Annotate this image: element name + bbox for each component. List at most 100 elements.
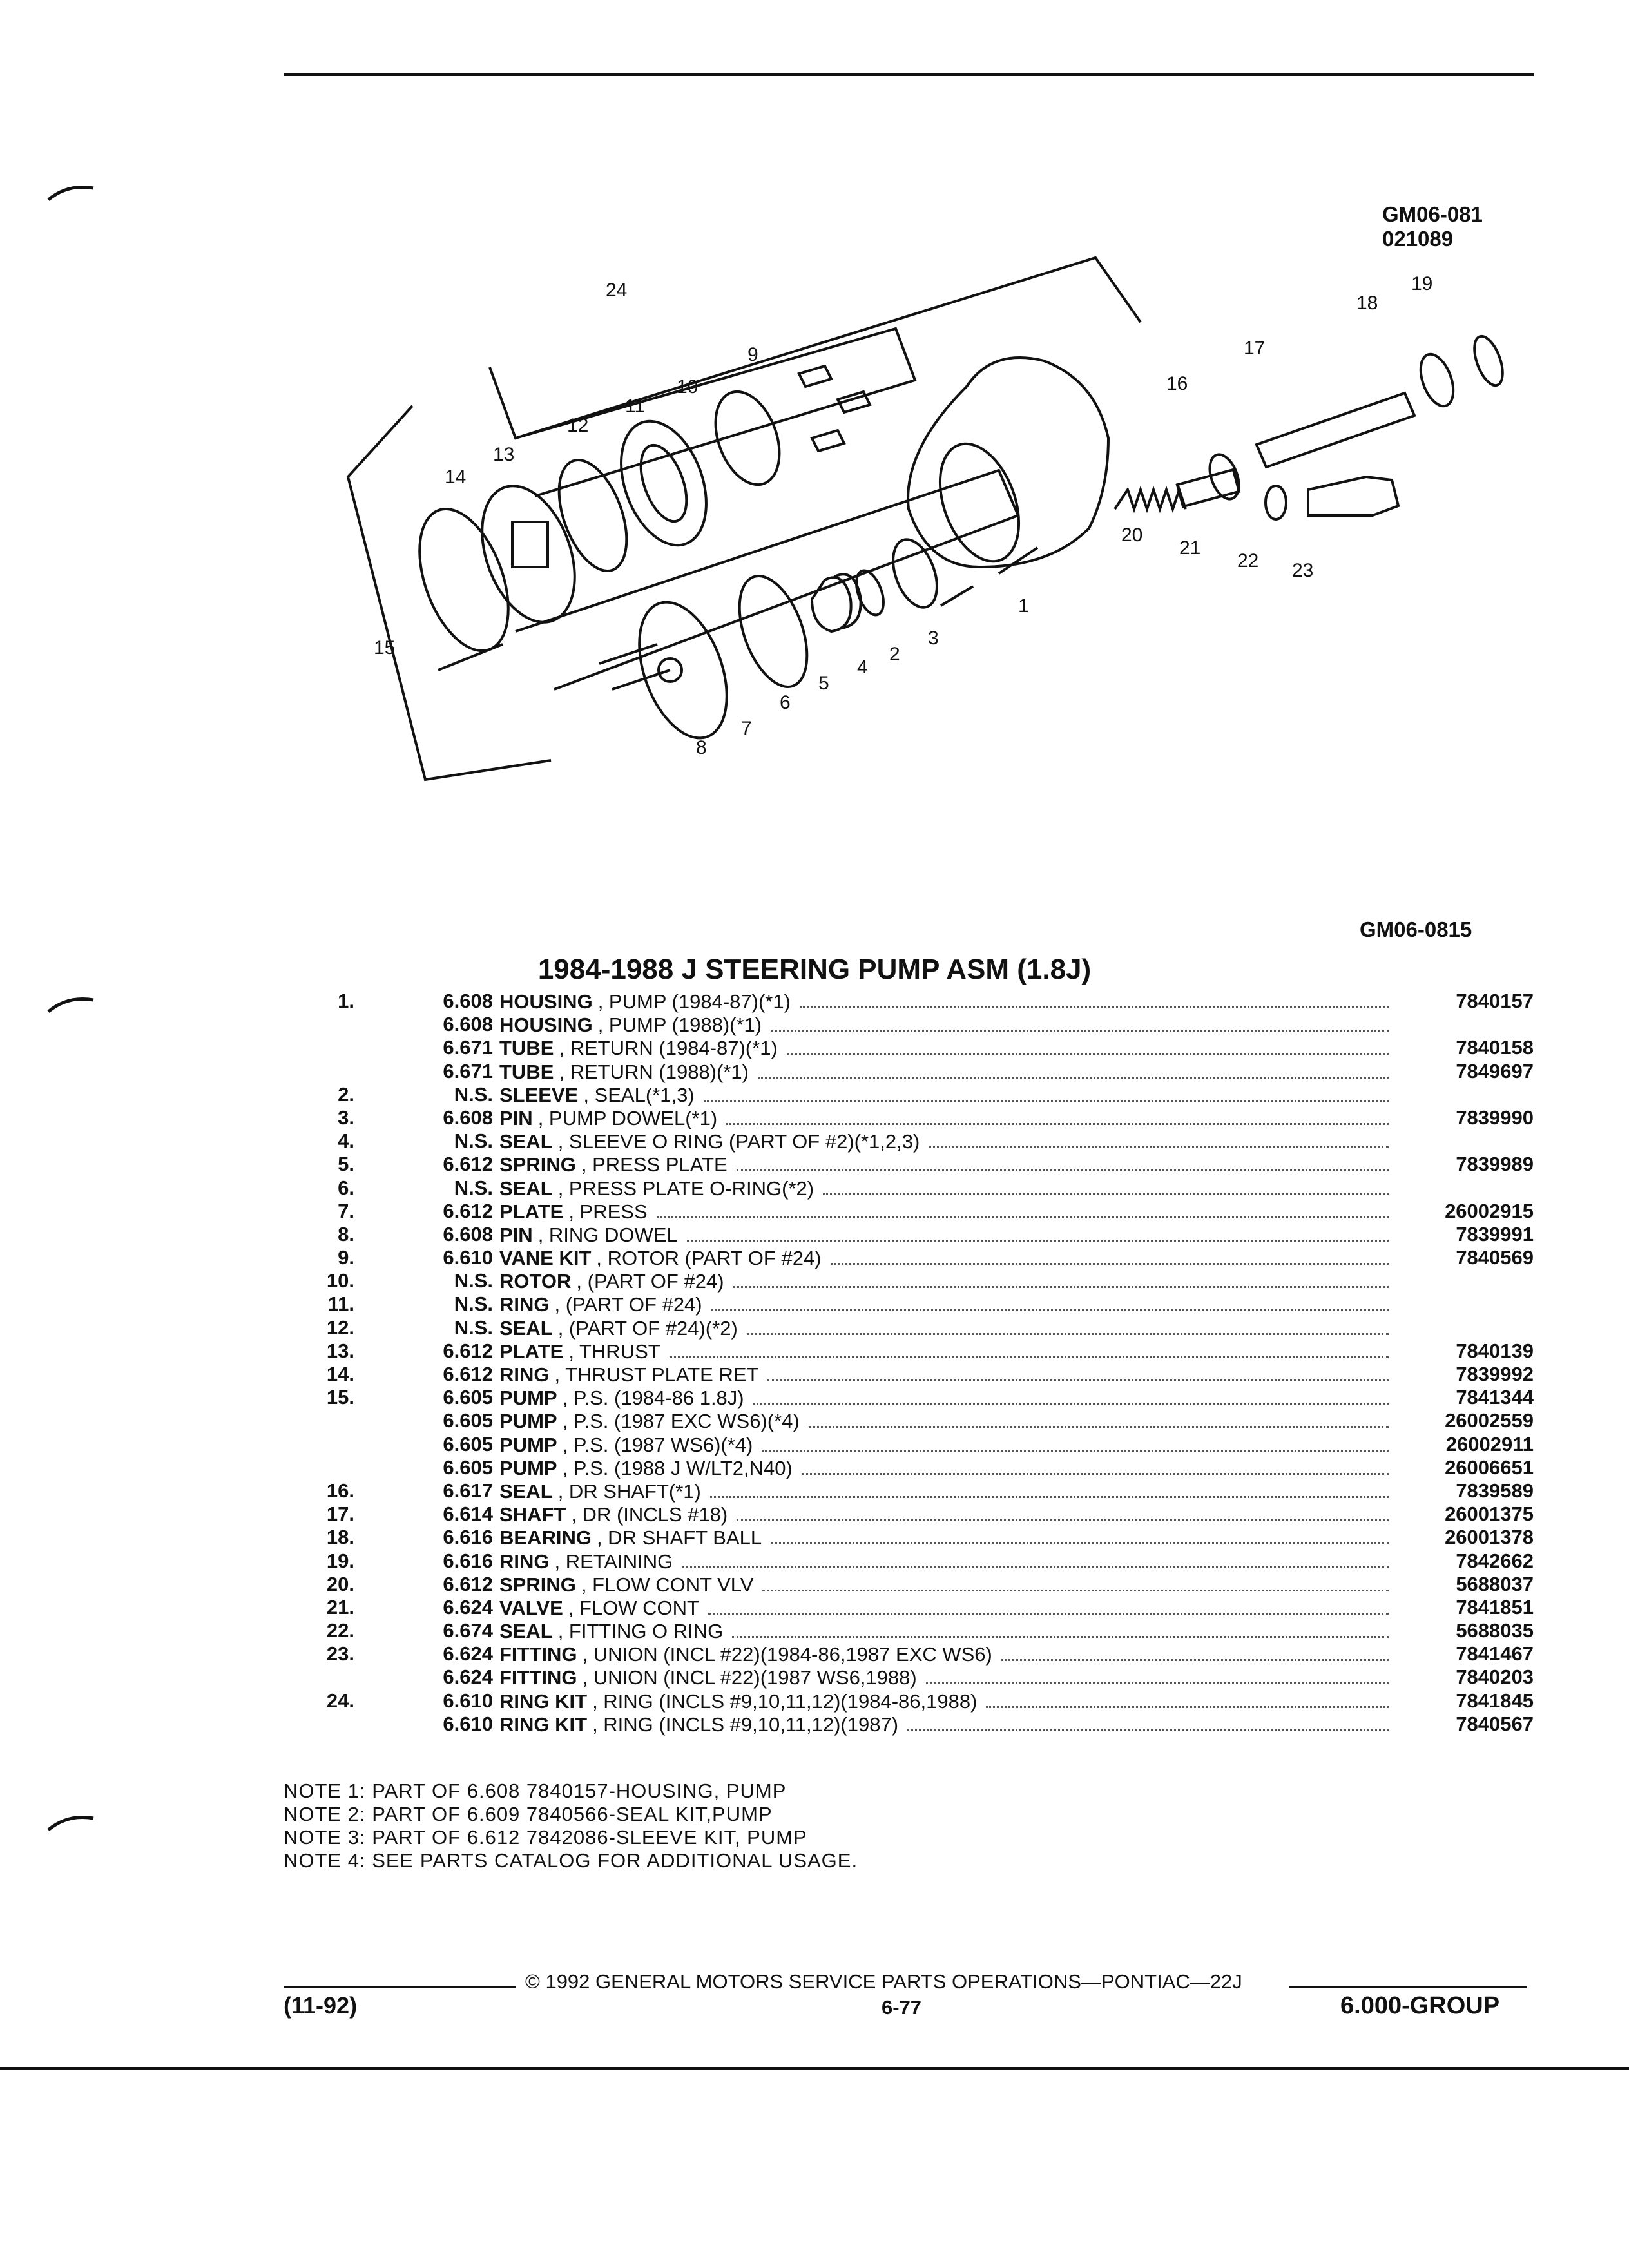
- group-number: 6.624: [443, 1595, 493, 1619]
- item-number: 19.: [326, 1549, 354, 1572]
- bracket-15: [346, 405, 552, 782]
- part-number: 26002559: [1445, 1409, 1534, 1432]
- part-19-retaining-ring: [1473, 334, 1504, 387]
- description: SEAL, SLEEVE O RING (PART OF #2)(*1,2,3): [499, 1129, 1389, 1153]
- callout-15: 15: [374, 637, 395, 658]
- part-20-spring: [1113, 485, 1187, 514]
- item-number: 12.: [326, 1316, 354, 1339]
- callout-22: 22: [1237, 550, 1258, 572]
- exploded-pump-diagram: 1 2 3 4 5 6 7 8 9 10 11 12 13 14 15 16 1…: [322, 245, 1547, 825]
- callout-24: 24: [606, 280, 627, 301]
- section-code: GM06-0815: [1360, 918, 1472, 941]
- part-number: 5688037: [1456, 1572, 1534, 1595]
- item-number: 16.: [326, 1479, 354, 1502]
- part-description: , UNION (INCL #22)(1987 WS6,1988): [582, 1666, 917, 1689]
- part-name: PUMP: [499, 1387, 557, 1410]
- group-number: 6.605: [443, 1409, 493, 1432]
- callout-9: 9: [747, 344, 758, 365]
- figure-code-line1: GM06-081: [1382, 202, 1483, 226]
- group-number: N.S.: [454, 1082, 493, 1106]
- part-description: , SLEEVE O RING (PART OF #2)(*1,2,3): [557, 1130, 920, 1153]
- dot-leader: [726, 1106, 1389, 1125]
- dot-leader: [830, 1246, 1389, 1265]
- item-number: 2.: [338, 1082, 354, 1106]
- description: SLEEVE, SEAL(*1,3): [499, 1083, 1389, 1107]
- dot-leader: [1001, 1642, 1389, 1662]
- part-description: , P.S. (1984-86 1.8J): [562, 1387, 744, 1410]
- description: ROTOR, (PART OF #24): [499, 1269, 1389, 1293]
- callout-8: 8: [696, 737, 707, 758]
- part-name: SEAL: [499, 1316, 553, 1340]
- parts-row: 11.N.S.RING, (PART OF #24): [277, 1293, 1534, 1316]
- part-description: , UNION (INCL #22)(1984-86,1987 EXC WS6): [582, 1643, 992, 1666]
- dot-leader: [925, 1666, 1389, 1685]
- figure-code: GM06-081 021089: [1382, 202, 1483, 251]
- group-number: 6.624: [443, 1666, 493, 1689]
- part-description: , DR (INCLS #18): [571, 1503, 728, 1526]
- part-number: 7841344: [1456, 1386, 1534, 1409]
- callout-23: 23: [1292, 560, 1313, 581]
- part-10-rotor: [714, 390, 781, 486]
- top-rule: [284, 73, 1534, 76]
- part-name: ROTOR: [499, 1270, 572, 1293]
- lower-box: [515, 468, 1020, 691]
- part-1-housing: [907, 356, 1110, 569]
- part-number: 7839589: [1456, 1479, 1534, 1502]
- item-number: 3.: [338, 1106, 354, 1129]
- description: SEAL, (PART OF #24)(*2): [499, 1316, 1389, 1340]
- description: FITTING, UNION (INCL #22)(1984-86,1987 E…: [499, 1642, 1389, 1666]
- description: PUMP, P.S. (1984-86 1.8J): [499, 1386, 1389, 1410]
- dot-leader: [682, 1550, 1389, 1568]
- description: PUMP, P.S. (1987 WS6)(*4): [499, 1433, 1389, 1457]
- item-number: 8.: [338, 1222, 354, 1245]
- dot-leader: [737, 1503, 1389, 1522]
- group-number: 6.610: [443, 1246, 493, 1269]
- dot-leader: [929, 1129, 1389, 1149]
- part-name: RING: [499, 1293, 550, 1316]
- part-name: PLATE: [499, 1340, 564, 1363]
- part-number: 26006651: [1445, 1456, 1534, 1479]
- dot-leader: [703, 1083, 1389, 1102]
- callout-13: 13: [493, 444, 514, 465]
- part-description: , RETAINING: [554, 1550, 673, 1573]
- part-18-bearing: [1419, 352, 1455, 408]
- item-number: 5.: [338, 1153, 354, 1176]
- dot-leader: [711, 1293, 1389, 1312]
- part-name: RING: [499, 1363, 550, 1386]
- part-number: 5688035: [1456, 1619, 1534, 1642]
- description: SHAFT, DR (INCLS #18): [499, 1503, 1389, 1526]
- part-description: , ROTOR (PART OF #24): [596, 1247, 822, 1270]
- part-name: PUMP: [499, 1456, 557, 1479]
- description: BEARING, DR SHAFT BALL: [499, 1526, 1389, 1550]
- description: VALVE, FLOW CONT: [499, 1596, 1389, 1620]
- note-3: NOTE 3: PART OF 6.612 7842086-SLEEVE KIT…: [284, 1826, 807, 1849]
- part-17-shaft: [1255, 391, 1416, 469]
- part-description: , P.S. (1988 J W/LT2,N40): [562, 1456, 793, 1479]
- description: PLATE, THRUST: [499, 1340, 1389, 1363]
- callout-1: 1: [1018, 595, 1029, 617]
- callout-12: 12: [567, 415, 588, 436]
- part-name: VALVE: [499, 1596, 563, 1619]
- dot-leader: [799, 990, 1389, 1008]
- item-number: 23.: [326, 1642, 354, 1666]
- group-number: 6.605: [443, 1386, 493, 1409]
- group-number: N.S.: [454, 1176, 493, 1199]
- item-number: 17.: [326, 1503, 354, 1526]
- item-number: 4.: [338, 1129, 354, 1153]
- part-number: 7841467: [1456, 1642, 1534, 1666]
- dot-leader: [733, 1269, 1389, 1289]
- description: RING, THRUST PLATE RET: [499, 1363, 1389, 1387]
- part-name: VANE KIT: [499, 1247, 592, 1270]
- part-number: 7840203: [1456, 1666, 1534, 1689]
- part-number: 7840158: [1456, 1036, 1534, 1059]
- dot-leader: [986, 1689, 1389, 1708]
- footer-rule-right: [1289, 1986, 1527, 1988]
- dot-leader: [669, 1340, 1389, 1358]
